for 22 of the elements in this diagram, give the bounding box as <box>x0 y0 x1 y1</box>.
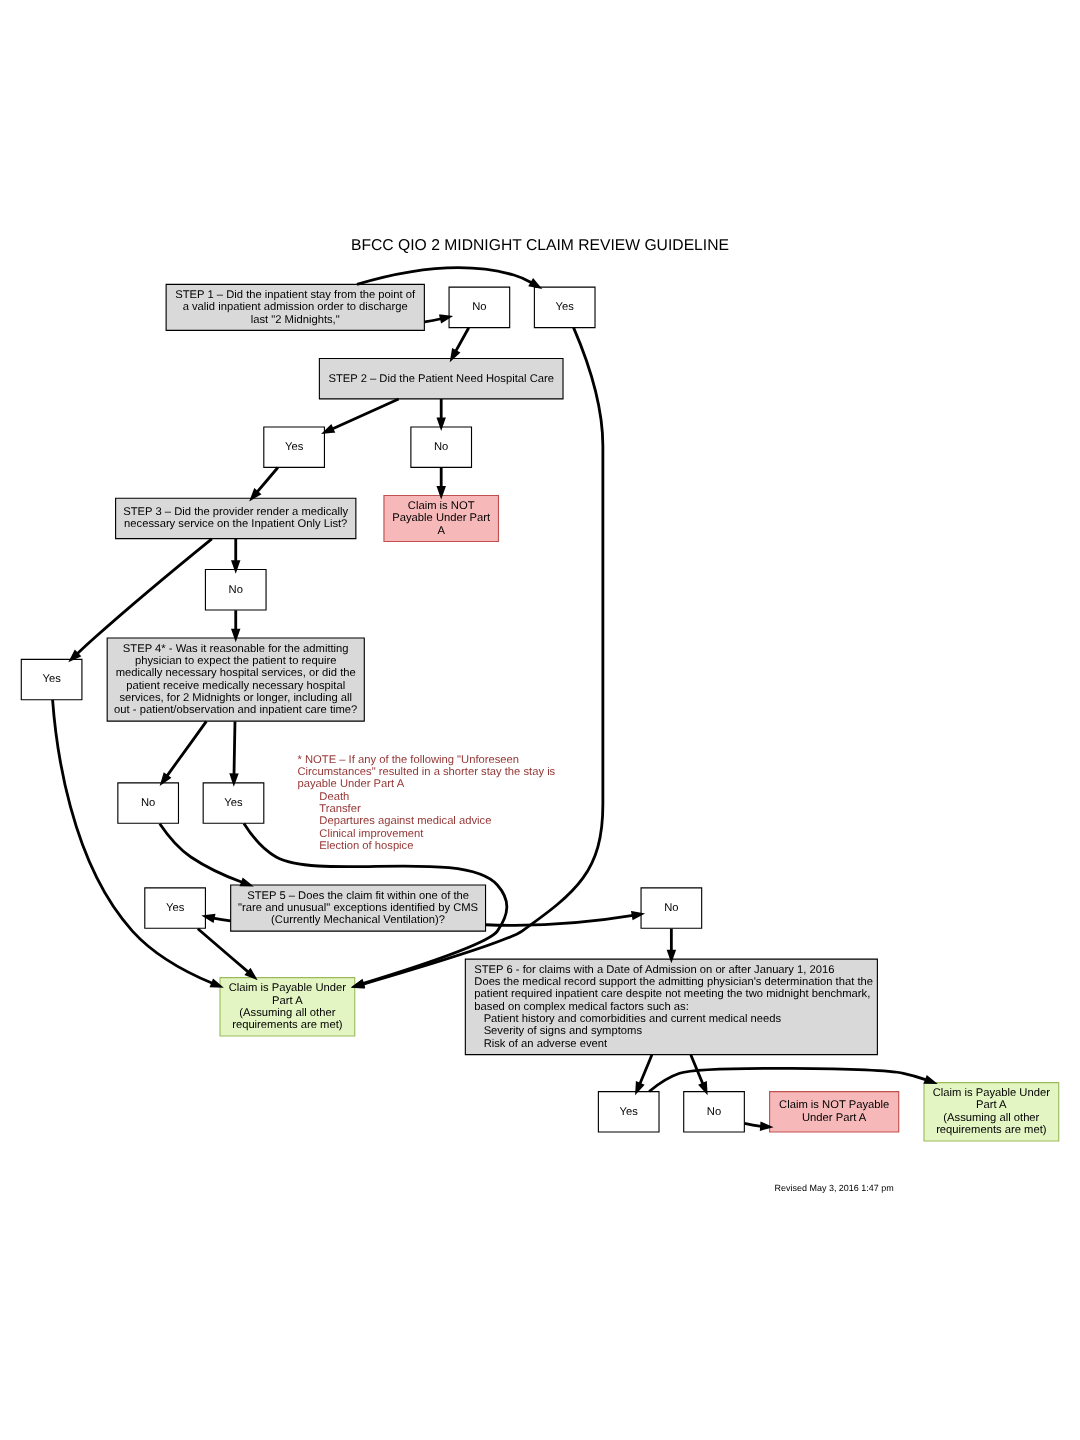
arrow <box>158 821 254 886</box>
arrow <box>356 265 543 288</box>
arrow <box>231 609 241 642</box>
arrow <box>51 698 224 987</box>
arrow <box>648 1065 938 1092</box>
arrow <box>201 912 231 922</box>
arrow <box>229 720 239 786</box>
arrow <box>196 926 258 980</box>
arrow <box>424 313 454 323</box>
arrow <box>249 465 279 501</box>
arrow <box>744 1120 774 1130</box>
arrow <box>689 1053 708 1095</box>
arrow <box>68 536 213 662</box>
arrow <box>436 397 446 430</box>
arrow <box>485 910 646 926</box>
arrow <box>159 719 208 785</box>
arrow <box>635 1053 654 1095</box>
arrow <box>231 537 241 573</box>
arrow <box>449 326 470 362</box>
arrow <box>321 396 400 433</box>
arrow <box>436 466 446 499</box>
arrow <box>666 927 677 963</box>
